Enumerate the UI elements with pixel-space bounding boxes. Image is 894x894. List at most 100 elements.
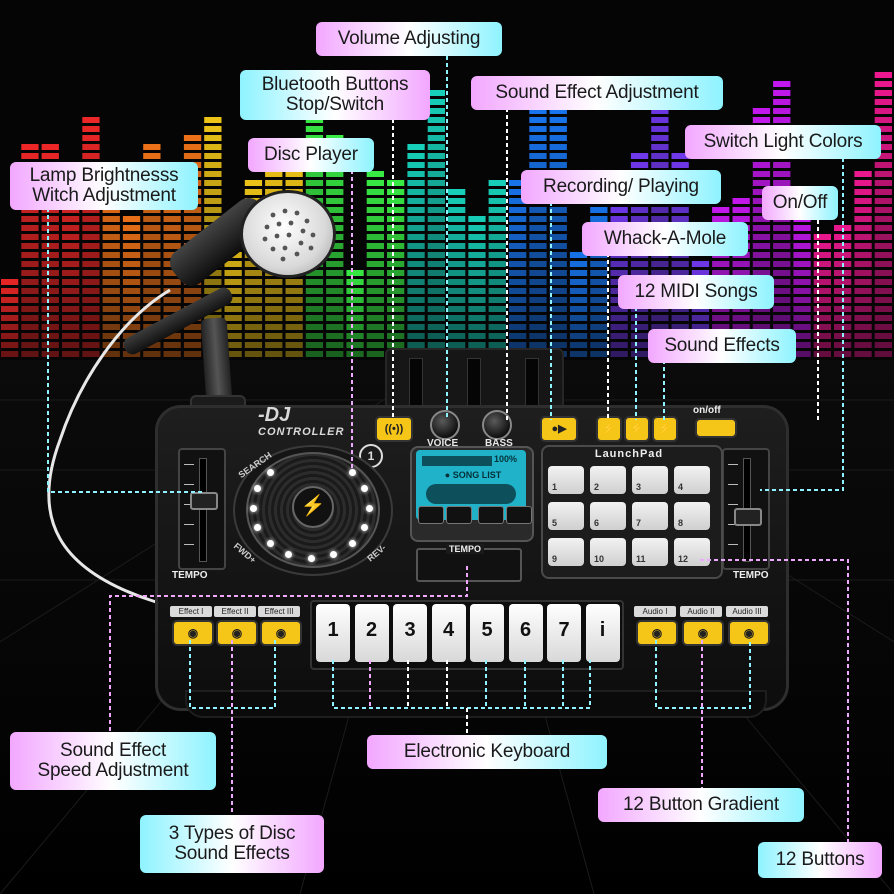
keyboard-key[interactable]: 2 [354,604,389,662]
keyboard-key[interactable]: 3 [393,604,427,662]
keyboard-key[interactable]: 6 [508,604,543,662]
record-play-button[interactable]: ●▶ [540,416,578,442]
eq-segment [590,306,608,312]
launchpad-pad[interactable]: 8 [674,502,710,530]
microphone-grille [240,190,336,278]
play-button[interactable] [446,506,472,524]
eq-segment [407,198,425,204]
left-tempo-slider-panel [178,448,226,570]
ok-button[interactable] [478,506,504,524]
eq-segment [549,252,567,258]
eq-segment [854,288,872,294]
launchpad-pad[interactable]: 11 [632,538,668,566]
eq-segment [427,297,445,303]
launchpad-pad[interactable]: 9 [548,538,584,566]
keyboard-key[interactable]: 7 [547,604,581,662]
eq-segment [468,324,486,330]
eq-segment [427,108,445,114]
eq-segment [569,324,588,330]
power-switch[interactable] [695,418,737,438]
eq-segment [41,144,59,150]
keyboard-key[interactable]: i [585,604,620,662]
eq-segment [874,99,892,105]
left-tempo-slider-handle[interactable] [190,492,218,510]
voice-knob[interactable] [430,410,460,440]
eq-segment [448,189,466,195]
eq-segment [671,162,689,168]
audio-speed-button[interactable]: ◉ [636,620,678,646]
eq-segment [854,234,872,240]
eq-segment [488,189,506,195]
eq-segment [671,207,689,213]
eq-segment [427,180,445,186]
eq-segment [224,315,242,321]
eq-segment [712,306,730,312]
eq-segment [224,261,242,267]
whack-a-mole-button[interactable]: ⚡ [596,416,622,442]
eq-segment [529,333,547,339]
audio-speed-button[interactable]: ◉ [728,620,770,646]
eq-segment [874,351,892,357]
eq-segment [21,270,39,276]
eq-segment [671,270,689,276]
launchpad-pad[interactable]: 12 [674,538,710,566]
audio-speed-button[interactable]: ◉ [682,620,724,646]
launchpad-pad[interactable]: 4 [674,466,710,494]
keyboard-key[interactable]: 4 [431,604,466,662]
eq-segment [427,315,445,321]
callout-sound-effect-adjustment: Sound Effect Adjustment [471,76,723,110]
eq-segment [569,333,588,339]
disc-led-dot [348,469,356,477]
eq-segment [529,135,547,141]
launchpad-pad[interactable]: 10 [590,538,626,566]
bluetooth-button[interactable]: ((•)) [375,416,413,442]
bass-knob[interactable] [482,410,512,440]
keyboard-key[interactable]: 5 [470,604,504,662]
loop-button[interactable] [506,506,532,524]
eq-segment [427,216,445,222]
eq-segment [387,270,405,276]
disc-led-dot [361,523,369,531]
eq-segment [712,207,730,213]
keyboard-key[interactable]: 1 [316,604,350,662]
eq-segment [305,189,324,195]
eq-segment [874,144,892,150]
launchpad-pad[interactable]: 5 [548,502,584,530]
prev-button[interactable] [418,506,444,524]
eq-segment [305,324,324,330]
eq-segment [854,207,872,213]
pad-number: 9 [552,554,558,564]
eq-segment [590,315,608,321]
sound-effects-button[interactable]: ⚡ [652,416,678,442]
launchpad-pad[interactable]: 2 [590,466,626,494]
launchpad-pad[interactable]: 6 [590,502,626,530]
eq-segment [448,288,466,294]
eq-segment [651,153,669,159]
eq-segment [448,198,466,204]
callout-whack-a-mole: Whack-A-Mole [582,222,748,256]
pad-number: 8 [678,518,684,528]
launchpad-pad[interactable]: 3 [632,466,668,494]
disc-effect-button[interactable]: ◉ [172,620,214,646]
eq-segment [732,198,750,204]
eq-segment [732,207,750,213]
eq-segment [326,270,344,276]
eq-segment [326,198,344,204]
eq-segment [651,306,669,312]
eq-segment [407,234,425,240]
disc-effect-button[interactable]: ◉ [260,620,302,646]
disc-effect-button[interactable]: ◉ [216,620,258,646]
midi-songs-button[interactable]: ⚡ [624,416,650,442]
launchpad-pad[interactable]: 7 [632,502,668,530]
eq-segment [874,216,892,222]
eq-segment [305,126,324,132]
eq-segment [854,324,872,330]
eq-segment [854,198,872,204]
eq-segment [874,117,892,123]
right-tempo-slider-handle[interactable] [734,508,762,526]
lightning-icon[interactable]: ⚡ [292,486,334,528]
eq-segment [630,216,649,222]
eq-segment [874,297,892,303]
eq-segment [1,324,19,330]
launchpad-pad[interactable]: 1 [548,466,584,494]
